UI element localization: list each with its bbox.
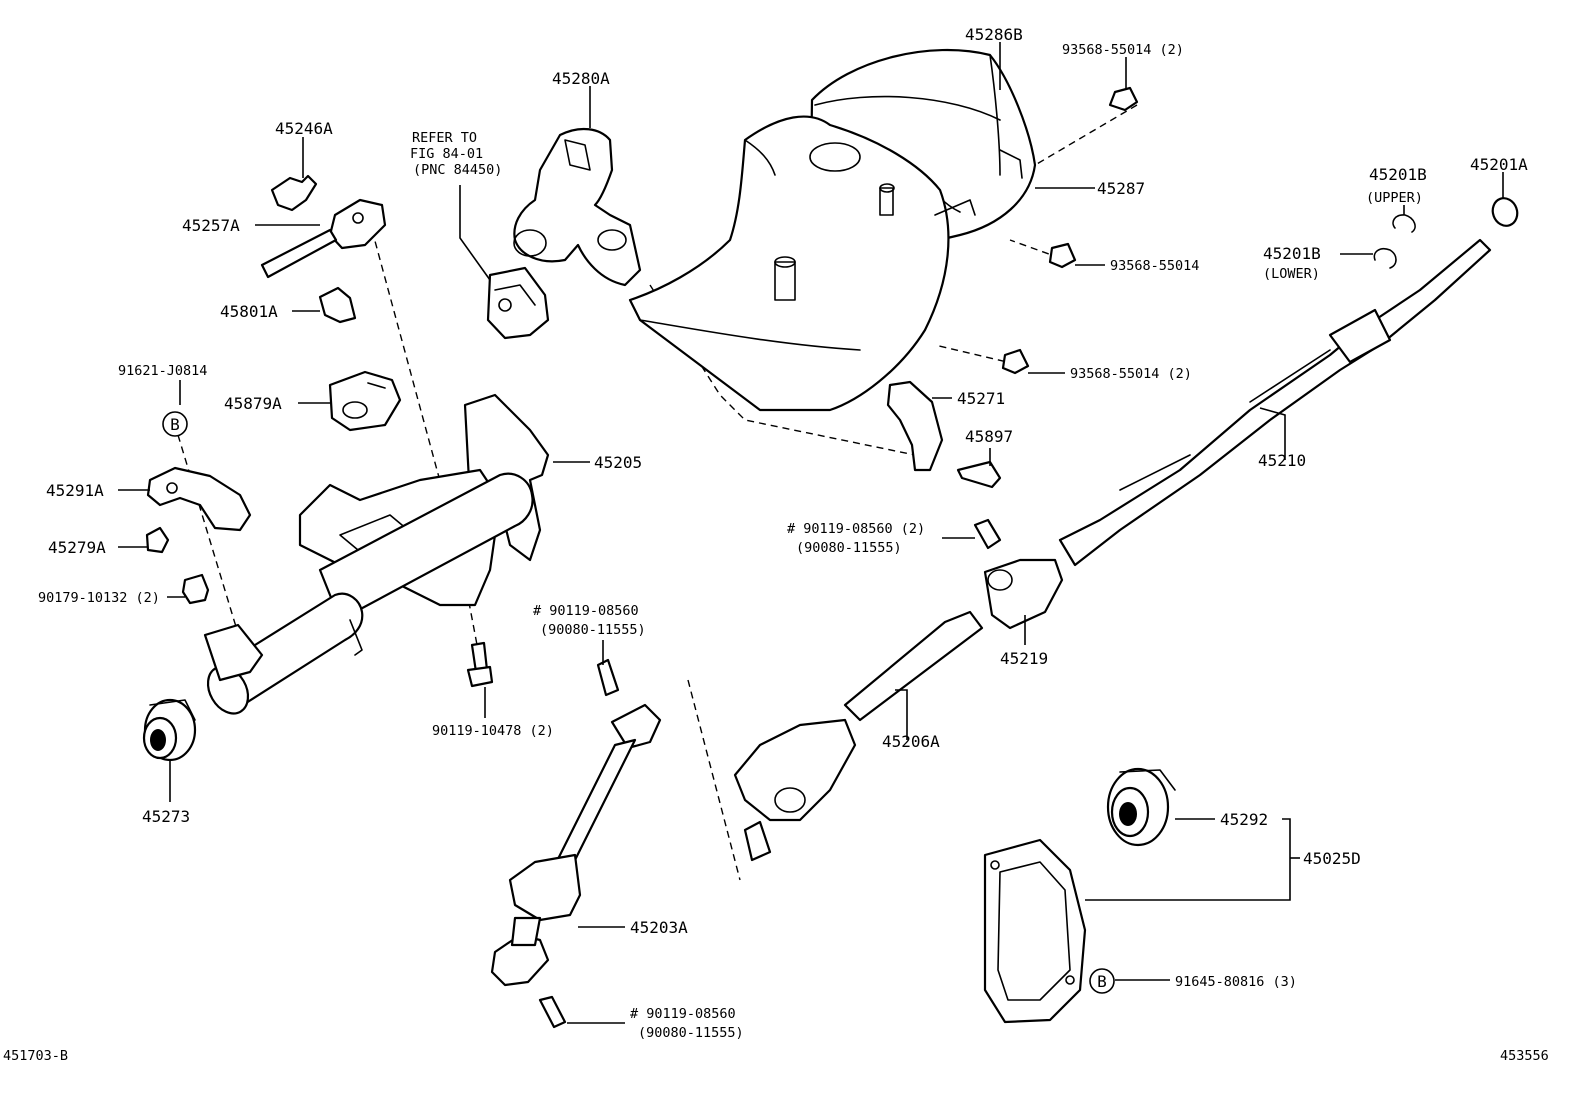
label-45201B-lower-note: (LOWER) (1263, 266, 1320, 282)
label-45292: 45292 (1220, 810, 1268, 829)
main-shaft (1058, 238, 1492, 567)
label-45210: 45210 (1258, 451, 1306, 470)
switch-bracket (486, 266, 550, 340)
label-45879A: 45879A (224, 394, 282, 413)
column-tube-assembly (203, 393, 550, 715)
intermediate-shaft-lower (490, 658, 662, 987)
label-90119-08560-b: # 90119-08560 (533, 603, 639, 619)
refer-line1: REFER TO (412, 130, 477, 146)
part-90119-08560-bolt-mid (973, 518, 1002, 550)
steering-shaft-middle (733, 610, 984, 862)
part-45292-bearing (1106, 767, 1176, 847)
label-91621-J0814: 91621-J0814 (118, 363, 207, 379)
label-45203A: 45203A (630, 918, 688, 937)
label-45257A: 45257A (182, 216, 240, 235)
label-45280A: 45280A (552, 69, 610, 88)
label-45246A: 45246A (275, 119, 333, 138)
refer-line2: FIG 84-01 (410, 146, 483, 162)
label-90119-10478-2: 90119-10478 (2) (432, 723, 554, 739)
label-93568-55014-2-low: 93568-55014 (2) (1070, 366, 1192, 382)
part-45291A-plate (146, 466, 252, 532)
label-45897: 45897 (965, 427, 1013, 446)
label-45206A: 45206A (882, 732, 940, 751)
label-90119-08560-2-a: # 90119-08560 (2) (787, 521, 925, 537)
figure-code-left: 451703-B (3, 1048, 68, 1064)
label-90179-10132-2: 90179-10132 (2) (38, 590, 160, 606)
part-labels: 45286B 93568-55014 (2) 45280A 45246A REF… (3, 25, 1549, 1064)
label-90080-11555-b: (90080-11555) (540, 622, 646, 638)
part-45201A-ring (1491, 197, 1519, 227)
label-45025D: 45025D (1303, 849, 1361, 868)
label-45287: 45287 (1097, 179, 1145, 198)
part-90119-08560-bolt-bottom (538, 995, 567, 1029)
part-90179-10132-nut (181, 573, 210, 605)
label-90119-08560-c: # 90119-08560 (630, 1006, 736, 1022)
marker-b-left-text: B (170, 415, 180, 434)
lock-housing (513, 127, 642, 287)
part-45246A-clip (270, 174, 318, 212)
leader-lines (118, 42, 1504, 1024)
label-45201B-upper-note: (UPPER) (1366, 190, 1423, 206)
label-93568-55014-mid: 93568-55014 (1110, 258, 1199, 274)
label-45801A: 45801A (220, 302, 278, 321)
part-93568-55014-screw-low (1001, 348, 1030, 375)
marker-b-right-text: B (1097, 972, 1107, 991)
refer-line3: (PNC 84450) (413, 162, 502, 178)
marker-b-right: B (1089, 968, 1115, 994)
label-45201A: 45201A (1470, 155, 1528, 174)
figure-code-right: 453556 (1500, 1048, 1549, 1064)
label-45273: 45273 (142, 807, 190, 826)
part-45279A-nut (145, 526, 170, 554)
part-45201B-lower-clip (1373, 247, 1397, 269)
label-45271: 45271 (957, 389, 1005, 408)
label-45279A: 45279A (48, 538, 106, 557)
column-cover-lower (628, 115, 976, 412)
label-45219: 45219 (1000, 649, 1048, 668)
label-90080-11555-c: (90080-11555) (638, 1025, 744, 1041)
part-90119-10478-bolt (466, 641, 494, 688)
part-45897-bolt (956, 460, 1002, 489)
part-45025D-plate (983, 838, 1087, 1024)
label-91645-80816-3: 91645-80816 (3) (1175, 974, 1297, 990)
label-93568-55014-2-top: 93568-55014 (2) (1062, 42, 1184, 58)
label-45201B-upper: 45201B (1369, 165, 1427, 184)
part-45801A-bracket (318, 286, 357, 324)
part-45271-bracket (886, 380, 944, 472)
part-93568-55014-screw-top (1108, 86, 1139, 112)
part-93568-55014-screw-mid (1048, 242, 1077, 269)
part-45219-joint (983, 558, 1064, 630)
part-45201B-upper-clip (1392, 214, 1416, 233)
label-45201B-lower: 45201B (1263, 244, 1321, 263)
label-45205: 45205 (594, 453, 642, 472)
label-90080-11555-a: (90080-11555) (796, 540, 902, 556)
part-45257A-lever (260, 198, 387, 279)
marker-b-left: B (162, 411, 188, 437)
label-45291A: 45291A (46, 481, 104, 500)
label-45286B: 45286B (965, 25, 1023, 44)
part-45879A-bracket (328, 370, 402, 432)
part-45273-bearing (142, 698, 197, 762)
